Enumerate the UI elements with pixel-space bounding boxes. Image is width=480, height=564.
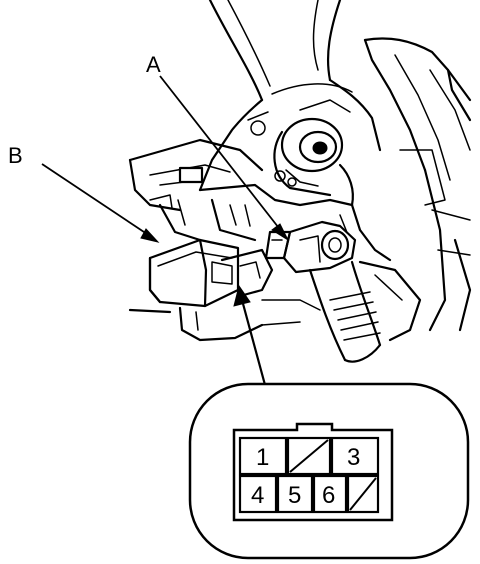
pin-cell-6 — [312, 474, 348, 514]
callout-label-a: A — [146, 52, 161, 77]
pin-label-4: 4 — [251, 482, 264, 509]
empty-cavity-slash — [349, 477, 377, 511]
leader-b — [41, 163, 160, 243]
pin-label-6: 6 — [322, 482, 335, 509]
callout-label-b: B — [8, 143, 23, 168]
pin-label-1: 1 — [256, 444, 269, 471]
pin-cell-1 — [238, 436, 288, 476]
leader-a — [159, 75, 290, 242]
empty-cavity-slash — [289, 439, 329, 473]
steering-column-illustration — [128, 0, 472, 363]
pin-cell-4 — [238, 474, 278, 514]
leader-detail — [233, 284, 270, 397]
pin-cell-3 — [330, 436, 380, 476]
pin-label-3: 3 — [347, 444, 360, 471]
connector-detail-inset: 1 3 4 5 6 — [188, 382, 470, 560]
pin-label-5: 5 — [288, 482, 301, 509]
pin-cell-5 — [276, 474, 314, 514]
connector-pin-grid — [238, 436, 380, 514]
